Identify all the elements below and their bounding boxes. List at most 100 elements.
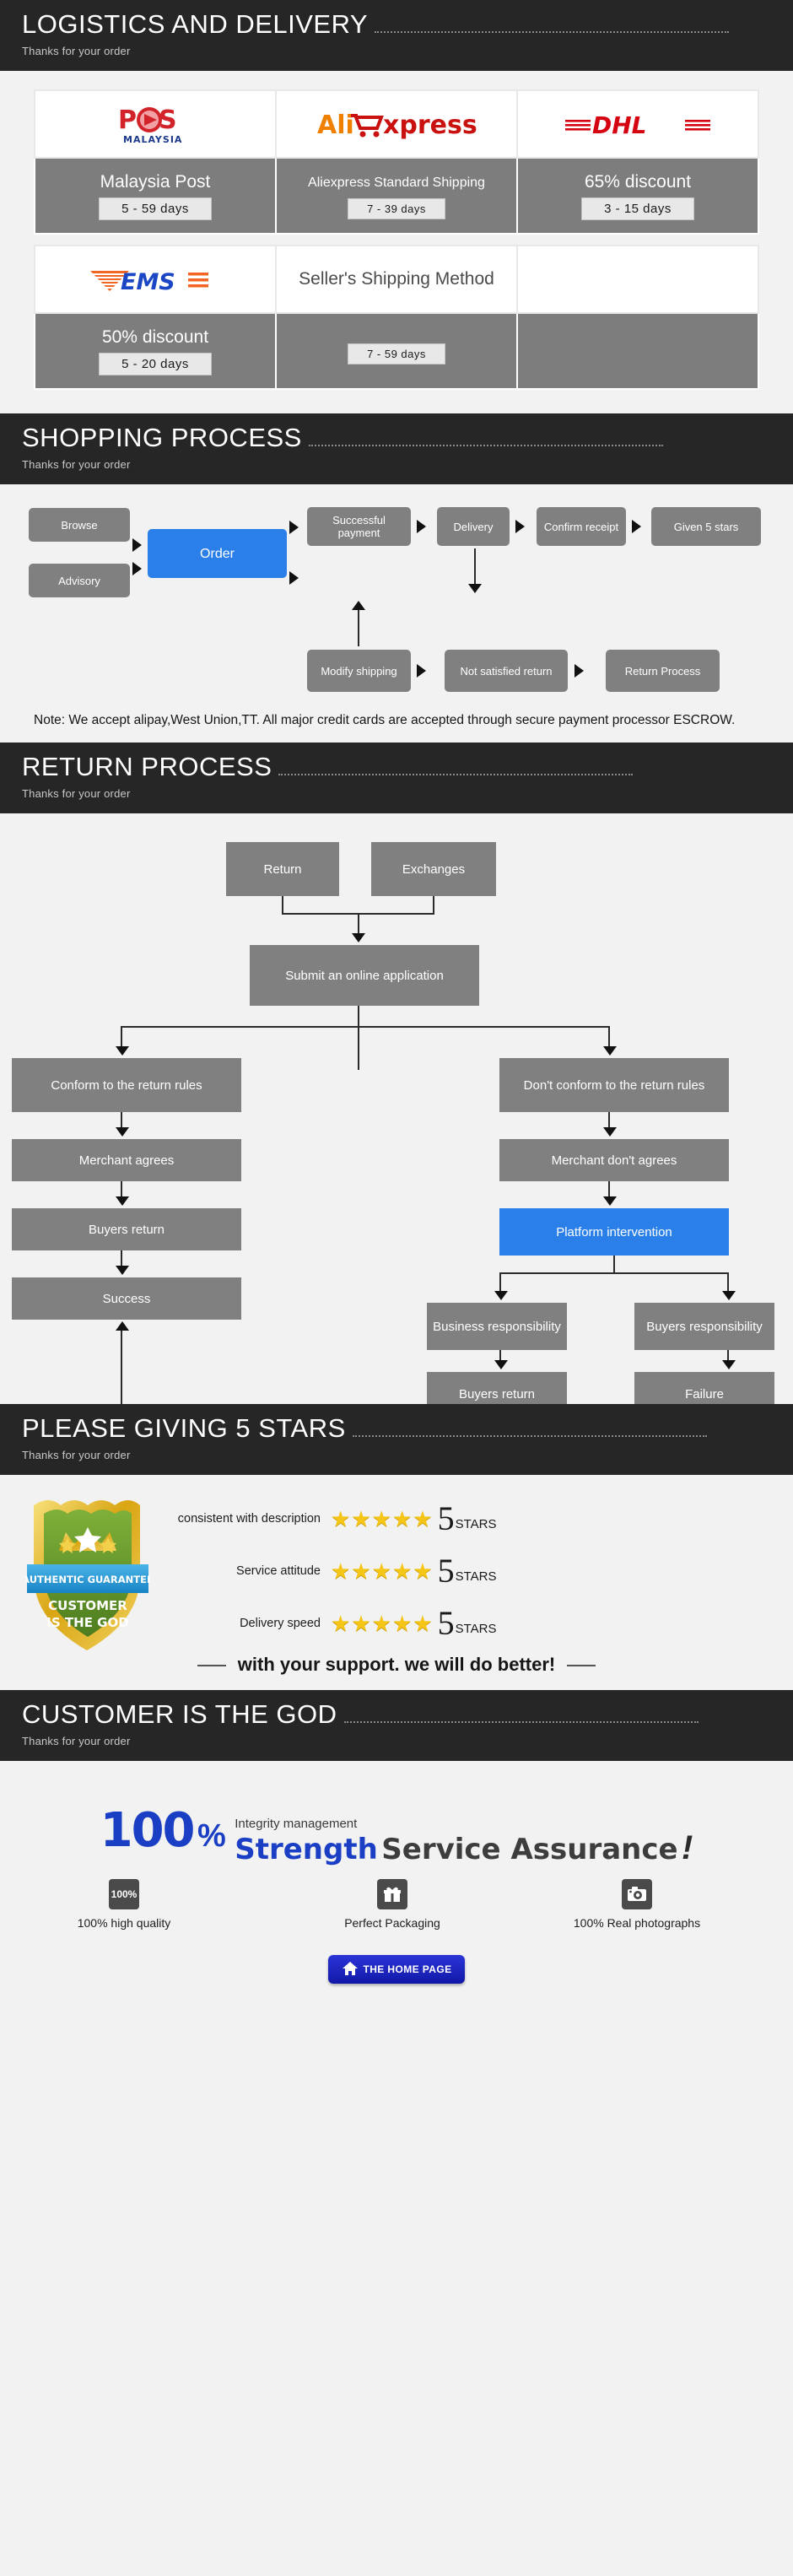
arrow-dontconform-to-merchant-dont bbox=[603, 1127, 617, 1137]
flow-box-conform-rules[interactable]: Conform to the return rules bbox=[12, 1058, 241, 1112]
shipping-method-name: 50% discount bbox=[101, 327, 209, 347]
star-icon: ★ bbox=[413, 1558, 433, 1584]
flow-box-modify-shipping[interactable]: Modify shipping bbox=[307, 650, 411, 692]
shipping-info-cell: 50% discount 5 - 20 days bbox=[34, 312, 277, 390]
exclamation-mark: ! bbox=[682, 1829, 693, 1867]
feature-label: 100% Real photographs bbox=[573, 1916, 701, 1930]
connector-split-right bbox=[608, 1026, 610, 1050]
section-banner-return: RETURN PROCESS Thanks for your order bbox=[0, 743, 793, 813]
shipping-methods-table-wrap: P S MALAYSIA Ali bbox=[0, 71, 793, 413]
star-icon: ★ bbox=[371, 1611, 391, 1636]
arrow-advisory-to-order bbox=[132, 562, 142, 575]
table-row-logos-2: EMS Seller's Shipping Method bbox=[34, 245, 759, 314]
section-title: PLEASE GIVING 5 STARS bbox=[22, 1413, 346, 1443]
flow-box-advisory[interactable]: Advisory bbox=[29, 564, 130, 597]
rating-score: 5 bbox=[437, 1552, 455, 1590]
dotted-rule bbox=[278, 774, 634, 775]
guarantee-headline: 100 % Integrity management Strength Serv… bbox=[0, 1803, 793, 1867]
svg-text:Ali: Ali bbox=[317, 111, 354, 140]
connector-submit-down bbox=[358, 1006, 359, 1053]
service-assurance-label: Service Assurance bbox=[381, 1833, 678, 1867]
flow-box-merchant-agrees[interactable]: Merchant agrees bbox=[12, 1139, 241, 1181]
rating-score: 5 bbox=[437, 1604, 455, 1642]
flow-box-not-satisfied-return[interactable]: Not satisfied return bbox=[445, 650, 568, 692]
flow-box-exchanges[interactable]: Exchanges bbox=[371, 842, 496, 896]
product-description-page: LOGISTICS AND DELIVERY Thanks for your o… bbox=[0, 0, 793, 1984]
shipping-days-badge: 7 - 59 days bbox=[348, 343, 445, 365]
section-subtitle: Thanks for your order bbox=[22, 1449, 131, 1461]
arrow-delivery-down-head bbox=[468, 584, 482, 593]
star-rating-group: ★ ★ ★ ★ ★ bbox=[331, 1612, 433, 1634]
flow-box-return-process[interactable]: Return Process bbox=[606, 650, 720, 692]
pos-malaysia-logo: P S MALAYSIA bbox=[35, 91, 275, 157]
arrow-delivery-to-confirm bbox=[515, 520, 525, 533]
home-page-button[interactable]: THE HOME PAGE bbox=[328, 1955, 465, 1984]
arrow-payment-to-delivery bbox=[417, 520, 426, 533]
flow-box-confirm-receipt[interactable]: Confirm receipt bbox=[537, 507, 626, 546]
rating-row: Delivery speed ★ ★ ★ ★ ★ 5 STARS bbox=[160, 1604, 496, 1642]
flow-box-dont-conform-rules[interactable]: Don't conform to the return rules bbox=[499, 1058, 729, 1112]
connector-center-stub bbox=[358, 1038, 359, 1070]
dotted-rule bbox=[343, 1721, 699, 1723]
rating-label: Delivery speed bbox=[240, 1617, 321, 1630]
gift-box-icon bbox=[377, 1879, 407, 1909]
rating-unit: STARS bbox=[455, 1517, 497, 1531]
connector-dontagrees-down bbox=[608, 1181, 610, 1200]
flow-box-browse[interactable]: Browse bbox=[29, 508, 130, 542]
star-icon: ★ bbox=[371, 1506, 391, 1531]
connector-buyersreturn-down bbox=[121, 1250, 122, 1269]
divider-dash-right bbox=[567, 1665, 596, 1667]
shipping-logo-cell: DHL bbox=[516, 89, 759, 159]
seller-shipping-method-label: Seller's Shipping Method bbox=[277, 246, 516, 312]
aliexpress-logo: Ali xpress bbox=[277, 91, 516, 157]
rating-row: consistent with description ★ ★ ★ ★ ★ 5 … bbox=[160, 1502, 497, 1536]
shipping-method-name: 65% discount bbox=[584, 171, 692, 192]
flow-box-given-5-stars[interactable]: Given 5 stars bbox=[651, 507, 761, 546]
home-page-button-label: THE HOME PAGE bbox=[363, 1963, 452, 1975]
feature-real-photographs: 100% Real photographs bbox=[548, 1879, 726, 1930]
arrow-to-dont-conform-rules bbox=[603, 1046, 617, 1056]
star-icon: ★ bbox=[413, 1506, 433, 1531]
section-title: RETURN PROCESS bbox=[22, 752, 272, 781]
flow-box-buyers-return-left[interactable]: Buyers return bbox=[12, 1208, 241, 1250]
connector-agrees-down bbox=[121, 1181, 122, 1200]
arrow-not-satisfied-to-return-process bbox=[575, 664, 584, 678]
authentic-guarantee-shield-icon: AUTHENTIC GUARANTEE CUSTOMER IS THE GOD bbox=[22, 1490, 154, 1650]
percent-badge-text: 100% bbox=[111, 1888, 138, 1900]
arrow-to-buyers-responsibility bbox=[722, 1291, 736, 1300]
star-icon: ★ bbox=[351, 1611, 371, 1636]
arrow-browse-to-order bbox=[132, 538, 142, 552]
flow-box-buyers-responsibility[interactable]: Buyers responsibility bbox=[634, 1303, 774, 1350]
payment-note: Note: We accept alipay,West Union,TT. Al… bbox=[34, 713, 736, 727]
flow-box-business-responsibility[interactable]: Business responsibility bbox=[427, 1303, 567, 1350]
section-title: CUSTOMER IS THE GOD bbox=[22, 1699, 337, 1729]
flow-box-merchant-dont-agrees[interactable]: Merchant don't agrees bbox=[499, 1139, 729, 1181]
connector-platform-split-right bbox=[727, 1272, 729, 1294]
strength-label: Strength bbox=[235, 1833, 378, 1867]
connector-loop-up bbox=[121, 1330, 122, 1445]
table-row-info-2: 50% discount 5 - 20 days 7 - 59 days bbox=[34, 312, 759, 390]
shield-ribbon-text: AUTHENTIC GUARANTEE bbox=[25, 1574, 150, 1585]
star-icon: ★ bbox=[351, 1558, 371, 1584]
svg-text:DHL: DHL bbox=[592, 111, 647, 139]
flow-box-platform-intervention[interactable]: Platform intervention bbox=[499, 1208, 729, 1256]
arrow-to-failure bbox=[722, 1360, 736, 1369]
arrow-to-business-responsibility bbox=[494, 1291, 508, 1300]
flow-box-delivery[interactable]: Delivery bbox=[437, 507, 510, 546]
ratings-section: AUTHENTIC GUARANTEE CUSTOMER IS THE GOD … bbox=[0, 1475, 793, 1690]
section-title: LOGISTICS AND DELIVERY bbox=[22, 9, 369, 39]
flow-box-successful-payment[interactable]: Successful payment bbox=[307, 507, 411, 546]
flow-box-return[interactable]: Return bbox=[226, 842, 339, 896]
flow-box-submit-application[interactable]: Submit an online application bbox=[250, 945, 479, 1006]
connector-exchanges-down bbox=[433, 896, 434, 915]
arrow-confirm-to-stars bbox=[632, 520, 641, 533]
arrow-order-to-modify-shipping bbox=[289, 571, 299, 585]
flow-box-order[interactable]: Order bbox=[148, 529, 287, 578]
table-row-logos-1: P S MALAYSIA Ali bbox=[34, 89, 759, 159]
table-row-info-1: Malaysia Post 5 - 59 days Aliexpress Sta… bbox=[34, 157, 759, 235]
star-rating-group: ★ ★ ★ ★ ★ bbox=[331, 1508, 433, 1530]
flow-box-success[interactable]: Success bbox=[12, 1277, 241, 1320]
star-icon: ★ bbox=[331, 1611, 351, 1636]
shipping-info-cell: 65% discount 3 - 15 days bbox=[516, 157, 759, 235]
arrow-modify-to-not-satisfied bbox=[417, 664, 426, 678]
